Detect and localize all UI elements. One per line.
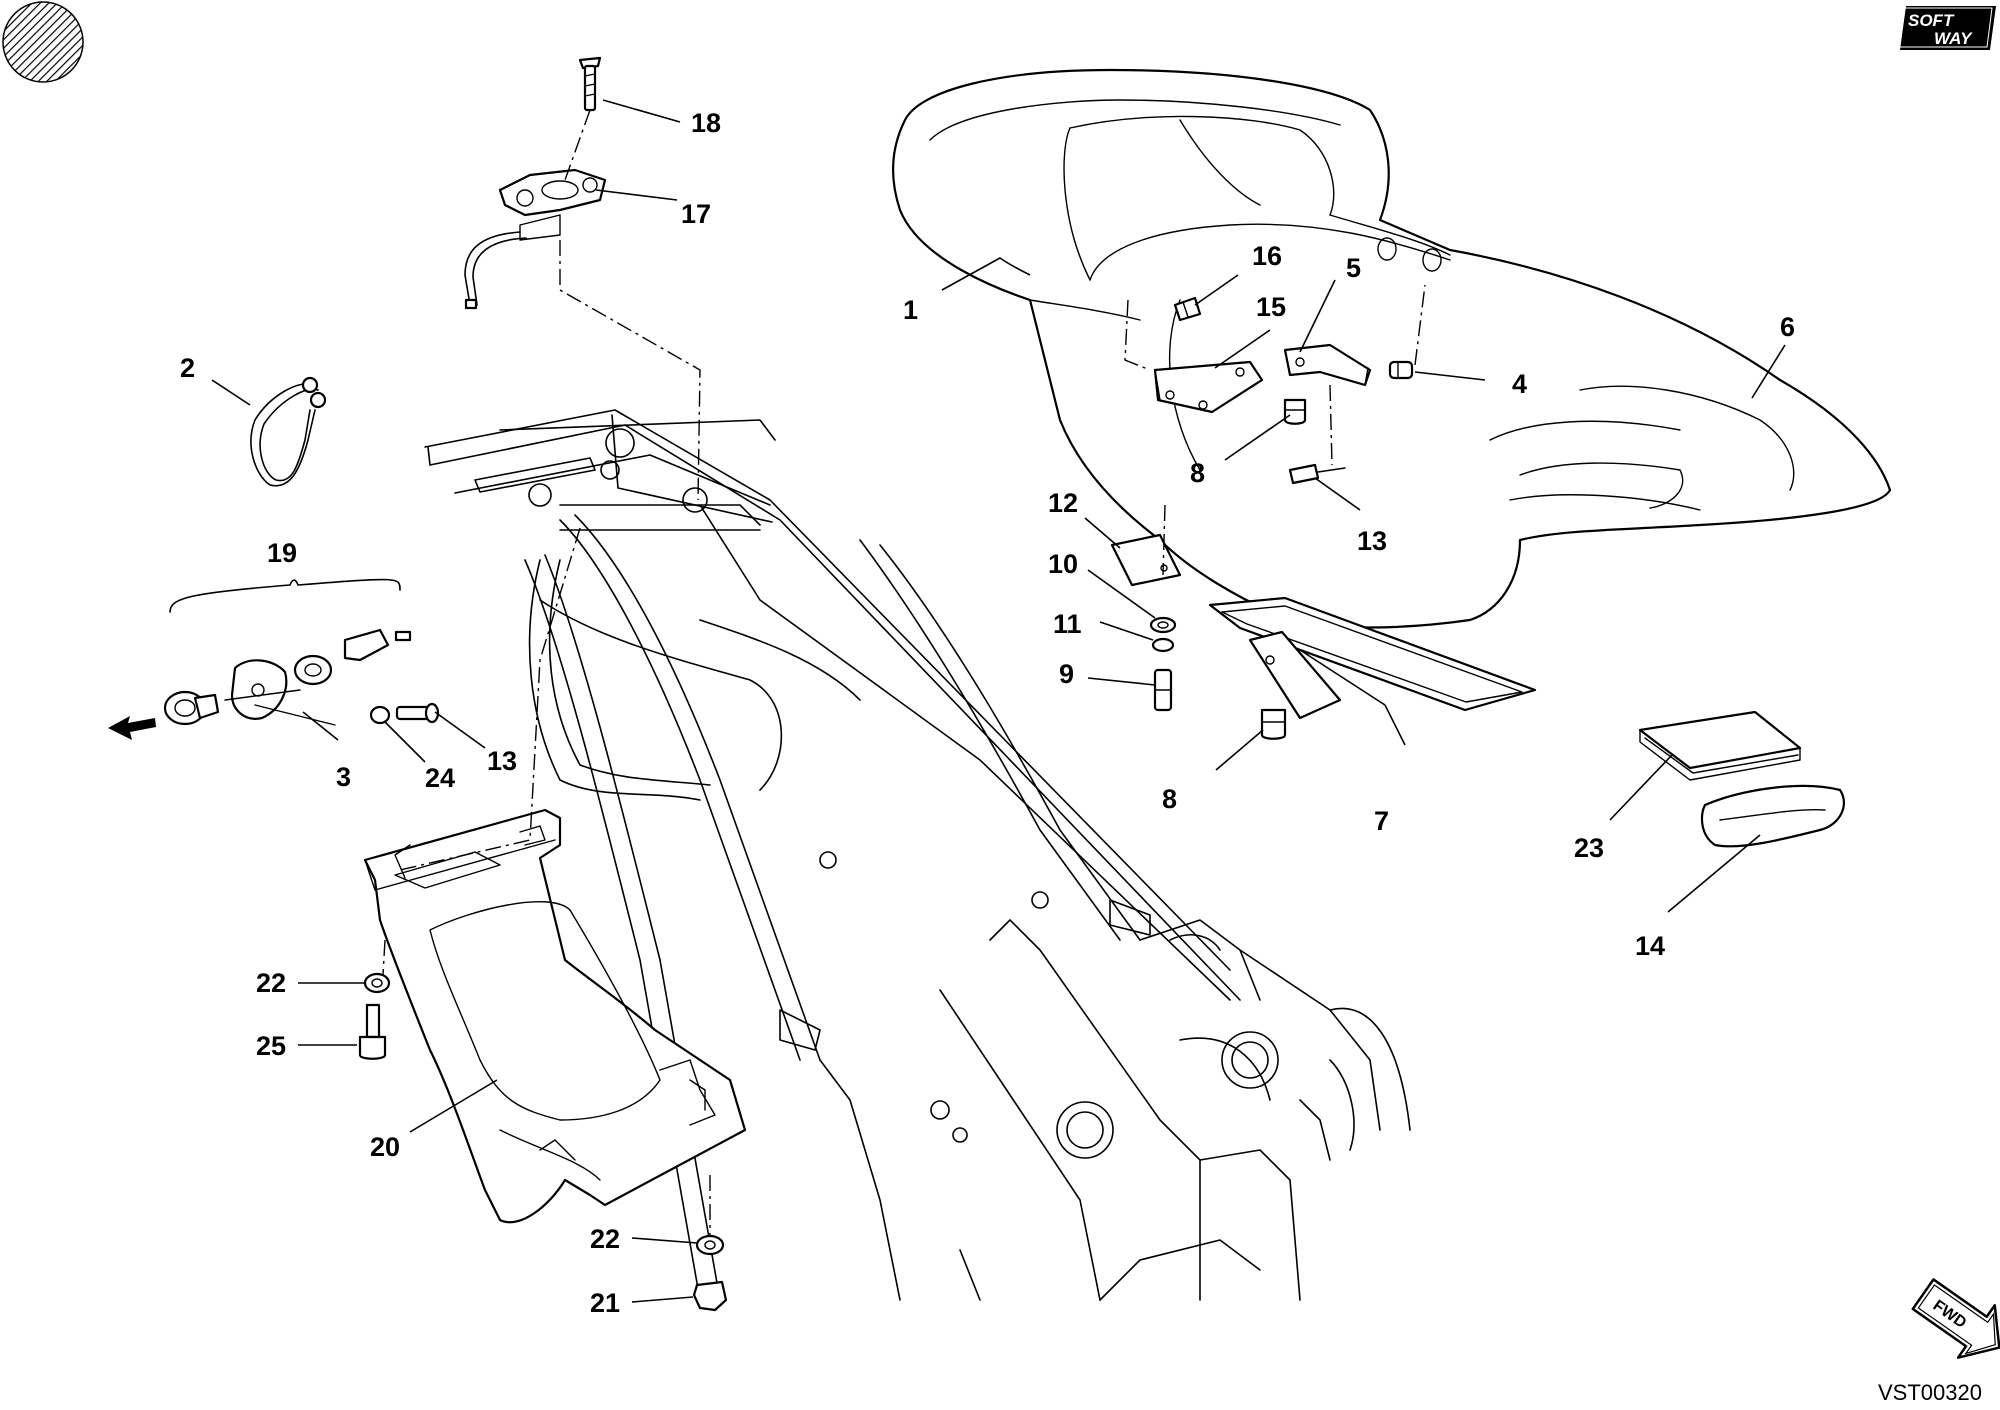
part-4-screw bbox=[1388, 360, 1414, 380]
label-part-14: 14 bbox=[1635, 931, 1665, 961]
part-21-nut bbox=[692, 1280, 728, 1312]
label-part-3: 3 bbox=[336, 762, 351, 792]
part-7-tray bbox=[1208, 596, 1537, 720]
part-9-bolt bbox=[1153, 668, 1173, 712]
label-part-7: 7 bbox=[1374, 806, 1389, 836]
part-20-undertray bbox=[363, 808, 747, 1224]
part-25-bolt bbox=[358, 1003, 387, 1060]
part-22-washer-lower bbox=[695, 1234, 725, 1256]
part-13-screw-right bbox=[1288, 463, 1346, 485]
label-part-9: 9 bbox=[1059, 659, 1074, 689]
label-part-13-right: 13 bbox=[1357, 526, 1387, 556]
part-23-manual bbox=[1638, 710, 1802, 781]
label-part-2: 2 bbox=[180, 353, 195, 383]
part-2-cable bbox=[250, 376, 327, 487]
label-part-20: 20 bbox=[370, 1132, 400, 1162]
label-part-6: 6 bbox=[1780, 312, 1795, 342]
label-part-4: 4 bbox=[1512, 369, 1527, 399]
label-part-22-lower: 22 bbox=[590, 1224, 620, 1254]
part-24-washer bbox=[369, 705, 391, 725]
part-17-seat-lock bbox=[464, 168, 607, 310]
part-19-lock-assembly bbox=[163, 578, 440, 726]
part-5-bracket bbox=[1283, 343, 1372, 387]
label-part-13-left: 13 bbox=[487, 746, 517, 776]
label-part-18: 18 bbox=[691, 108, 721, 138]
part-13-screw-left bbox=[395, 702, 440, 724]
label-part-21: 21 bbox=[590, 1288, 620, 1318]
diagram-reference-code: VST00320 bbox=[1878, 1380, 1982, 1405]
label-part-10: 10 bbox=[1048, 549, 1078, 579]
assembly-lines bbox=[382, 109, 1426, 1235]
part-8-knob-lower bbox=[1260, 708, 1287, 740]
direction-arrow-icon bbox=[108, 716, 156, 740]
label-part-1: 1 bbox=[903, 295, 918, 325]
label-part-12: 12 bbox=[1048, 488, 1078, 518]
part-16-nut bbox=[1173, 296, 1202, 322]
label-part-16: 16 bbox=[1252, 241, 1282, 271]
leader-lines bbox=[211, 99, 1786, 1303]
label-part-17: 17 bbox=[681, 199, 711, 229]
logo-text-soft: SOFT bbox=[1908, 11, 1955, 30]
fwd-arrow-icon: FWD bbox=[1911, 1278, 2000, 1359]
label-part-23: 23 bbox=[1574, 833, 1604, 863]
part-22-washer-upper bbox=[363, 972, 391, 994]
label-part-15: 15 bbox=[1256, 292, 1286, 322]
softway-logo: SOFT WAY bbox=[1896, 6, 1996, 50]
seat-shell bbox=[892, 68, 1892, 629]
part-14-pouch bbox=[1700, 784, 1846, 848]
part-11-washer bbox=[1151, 637, 1175, 653]
part-8-knob-upper bbox=[1283, 398, 1307, 425]
label-part-11: 11 bbox=[1053, 609, 1082, 639]
label-part-22-upper: 22 bbox=[256, 968, 286, 998]
label-part-25: 25 bbox=[256, 1031, 286, 1061]
lock-ring bbox=[293, 654, 333, 686]
lock-latch bbox=[343, 628, 412, 662]
lock-plate bbox=[230, 659, 288, 720]
label-part-19: 19 bbox=[267, 538, 297, 568]
part-18-screw bbox=[578, 56, 602, 112]
part-10-washer bbox=[1149, 616, 1177, 634]
corner-disc-icon bbox=[2, 1, 84, 83]
label-part-8-lower: 8 bbox=[1162, 784, 1177, 814]
label-part-24: 24 bbox=[425, 763, 455, 793]
lock-cylinder bbox=[163, 690, 220, 726]
label-part-5: 5 bbox=[1346, 253, 1361, 283]
rear-subframe bbox=[424, 409, 1411, 1301]
label-part-8-upper: 8 bbox=[1190, 458, 1205, 488]
part-15-bracket bbox=[1153, 360, 1264, 414]
part-labels: 1 2 3 4 5 6 7 8 8 9 10 11 12 13 13 14 15… bbox=[180, 108, 1795, 1318]
logo-text-way: WAY bbox=[1934, 29, 1973, 48]
